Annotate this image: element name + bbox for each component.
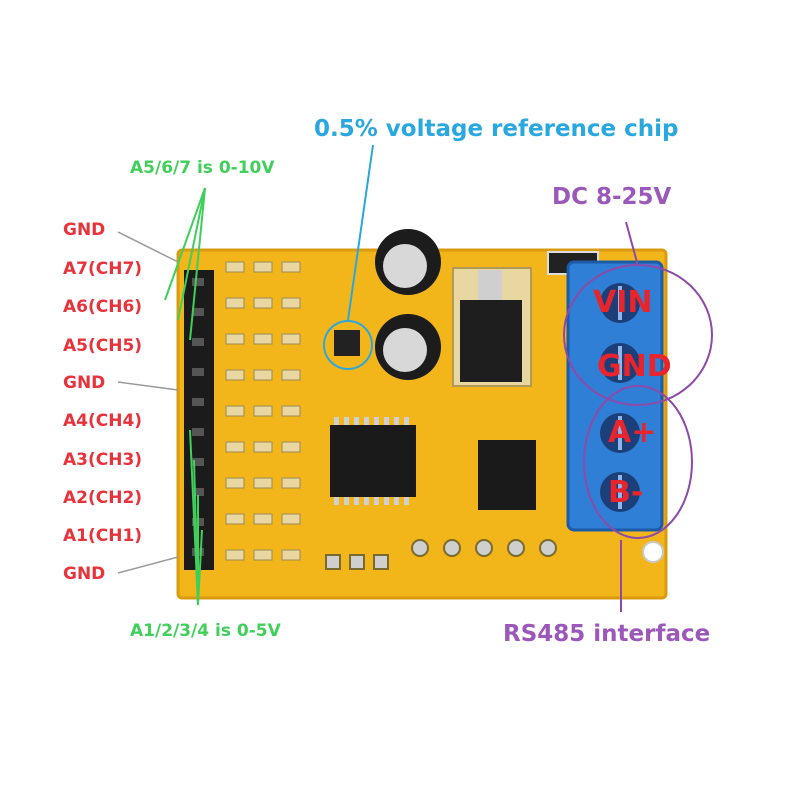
mounting-hole <box>642 541 664 563</box>
rs485-transceiver <box>478 440 536 510</box>
pin-label-gnd-top: GND <box>63 220 106 240</box>
terminal-label-a-plus: A+ <box>608 415 657 450</box>
adc-ic <box>330 417 416 505</box>
terminal-block <box>566 260 664 532</box>
capacitor-bottom <box>375 314 441 380</box>
voltage-ref-annotation: 0.5% voltage reference chip <box>314 116 679 142</box>
pin-label-a4: A4(CH4) <box>63 411 143 431</box>
rs485-callout-circle <box>583 385 693 539</box>
voltage-regulator <box>452 267 532 387</box>
capacitor-top <box>375 229 441 295</box>
pin-label-a3: A3(CH3) <box>63 450 143 470</box>
bottom-pads <box>325 539 557 570</box>
terminal-label-vin: VIN <box>593 285 653 320</box>
resistor-array <box>225 261 301 561</box>
pin-label-a6: A6(CH6) <box>63 297 143 317</box>
reference-chip <box>334 330 360 356</box>
pin-label-a1: A1(CH1) <box>63 526 143 546</box>
a1234-range-annotation: A1/2/3/4 is 0-5V <box>130 621 281 641</box>
rs485-annotation: RS485 interface <box>503 621 711 647</box>
terminal-label-gnd: GND <box>597 349 672 384</box>
ref-chip-callout-circle <box>323 320 373 370</box>
pin-label-gnd-bottom: GND <box>63 564 106 584</box>
dc-power-annotation: DC 8-25V <box>552 184 672 210</box>
pin-label-a7: A7(CH7) <box>63 259 143 279</box>
pin-label-a2: A2(CH2) <box>63 488 143 508</box>
terminal-label-b-minus: B- <box>608 475 644 510</box>
pin-label-a5: A5(CH5) <box>63 336 143 356</box>
leader-lines <box>117 144 639 612</box>
pin-label-gnd-mid: GND <box>63 373 106 393</box>
a567-range-annotation: A5/6/7 is 0-10V <box>130 158 275 178</box>
